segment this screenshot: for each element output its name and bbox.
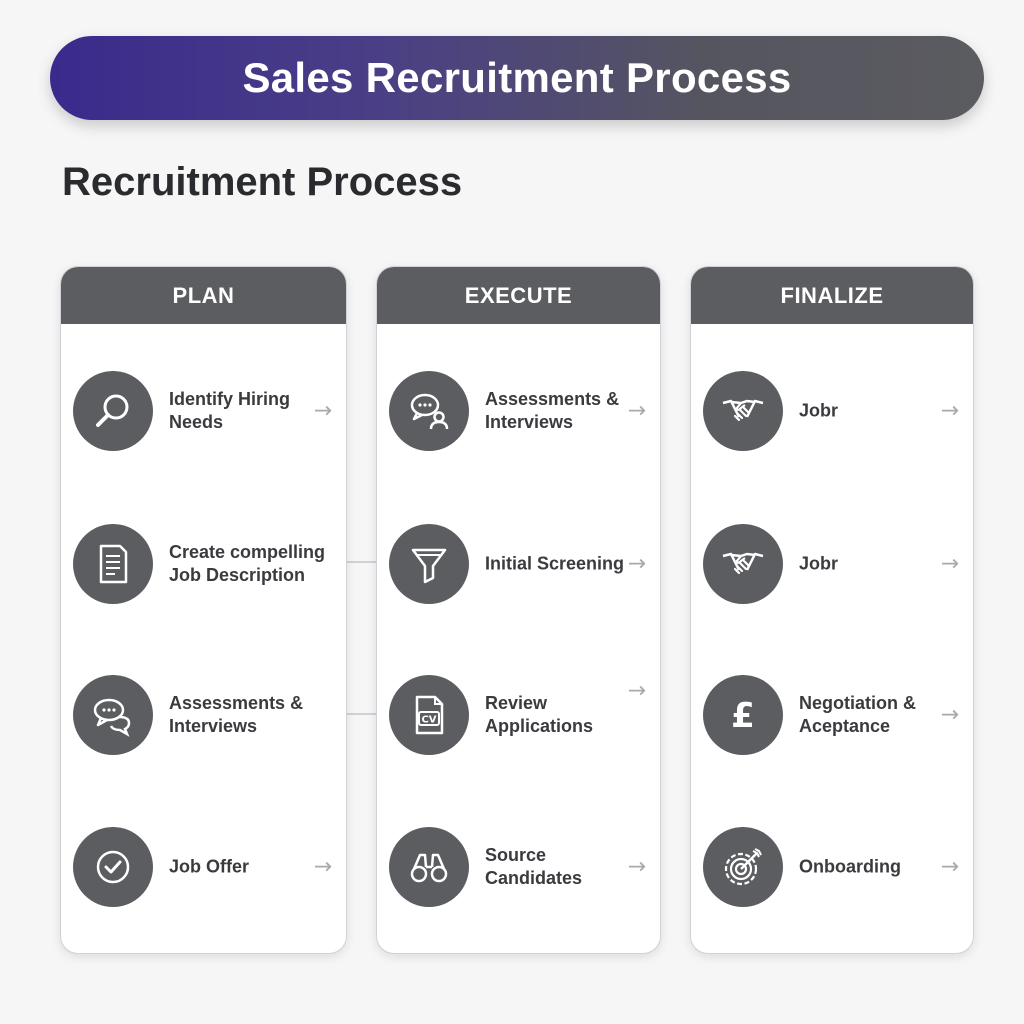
step-jobr[interactable]: Jobr → bbox=[691, 522, 973, 606]
binoculars-icon bbox=[389, 827, 469, 907]
step-label: Initial Screening bbox=[485, 553, 625, 574]
title-banner: Sales Recruitment Process bbox=[50, 36, 984, 120]
step-onboarding[interactable]: Onboarding → bbox=[691, 825, 973, 909]
plan-column: PLAN Identify Hiring Needs → Create comp… bbox=[60, 266, 347, 954]
step-label: Assessments & Interviews bbox=[485, 389, 620, 432]
step-source-candidates[interactable]: Source Candidates → bbox=[377, 825, 660, 909]
arrow-right-icon: → bbox=[940, 398, 959, 424]
plan-header: PLAN bbox=[61, 267, 346, 324]
step-job-offer[interactable]: Job Offer → bbox=[61, 825, 346, 909]
execute-header: EXECUTE bbox=[377, 267, 660, 324]
svg-text:CV: CV bbox=[421, 715, 436, 726]
step-label: Assessments & Interviews bbox=[169, 693, 304, 736]
step-create-job-description[interactable]: Create compelling Job Description bbox=[61, 522, 346, 606]
arrow-right-icon: → bbox=[313, 854, 332, 880]
handshake-icon bbox=[703, 524, 783, 604]
step-label: Identify Hiring Needs bbox=[169, 389, 290, 432]
arrow-right-icon: → bbox=[940, 551, 959, 577]
arrow-right-icon: → bbox=[627, 678, 646, 704]
arrow-right-icon: → bbox=[940, 702, 959, 728]
banner-title: Sales Recruitment Process bbox=[242, 54, 792, 101]
pound-icon: £ bbox=[703, 675, 783, 755]
step-label: Source Candidates bbox=[485, 845, 583, 888]
step-assessments-interviews[interactable]: Assessments & Interviews bbox=[61, 673, 346, 757]
step-label: Onboarding bbox=[799, 856, 901, 877]
handshake-icon bbox=[703, 371, 783, 451]
checkmark-icon bbox=[73, 827, 153, 907]
finalize-column: FINALIZE Jobr → Jobr → £ Negotiation & A… bbox=[690, 266, 974, 954]
chat-person-icon bbox=[389, 371, 469, 451]
step-label: Job Offer bbox=[169, 856, 250, 877]
section-title: Recruitment Process bbox=[62, 160, 463, 204]
step-negotiation-acceptance[interactable]: £ Negotiation & Aceptance → bbox=[691, 673, 973, 757]
target-icon bbox=[703, 827, 783, 907]
document-icon bbox=[73, 524, 153, 604]
execute-column: EXECUTE Assessments & Interviews → Initi… bbox=[376, 266, 661, 954]
step-label: Jobr bbox=[799, 400, 839, 421]
arrow-right-icon: → bbox=[627, 551, 646, 577]
arrow-right-icon: → bbox=[313, 398, 332, 424]
step-identify-hiring-needs[interactable]: Identify Hiring Needs → bbox=[61, 369, 346, 453]
step-label: Create compelling Job Description bbox=[169, 542, 326, 585]
step-label: Review Applications bbox=[485, 693, 594, 736]
finalize-header: FINALIZE bbox=[691, 267, 973, 324]
chat-bubbles-icon bbox=[73, 675, 153, 755]
step-review-applications[interactable]: CV Review Applications → bbox=[377, 673, 660, 757]
svg-text:£: £ bbox=[731, 696, 755, 736]
magnifier-icon bbox=[73, 371, 153, 451]
step-jobr[interactable]: Jobr → bbox=[691, 369, 973, 453]
arrow-right-icon: → bbox=[940, 854, 959, 880]
funnel-icon bbox=[389, 524, 469, 604]
step-assessments-interviews[interactable]: Assessments & Interviews → bbox=[377, 369, 660, 453]
cv-file-icon: CV bbox=[389, 675, 469, 755]
step-label: Jobr bbox=[799, 553, 839, 574]
arrow-right-icon: → bbox=[627, 854, 646, 880]
step-label: Negotiation & Aceptance bbox=[799, 693, 916, 736]
step-initial-screening[interactable]: Initial Screening → bbox=[377, 522, 660, 606]
arrow-right-icon: → bbox=[627, 398, 646, 424]
